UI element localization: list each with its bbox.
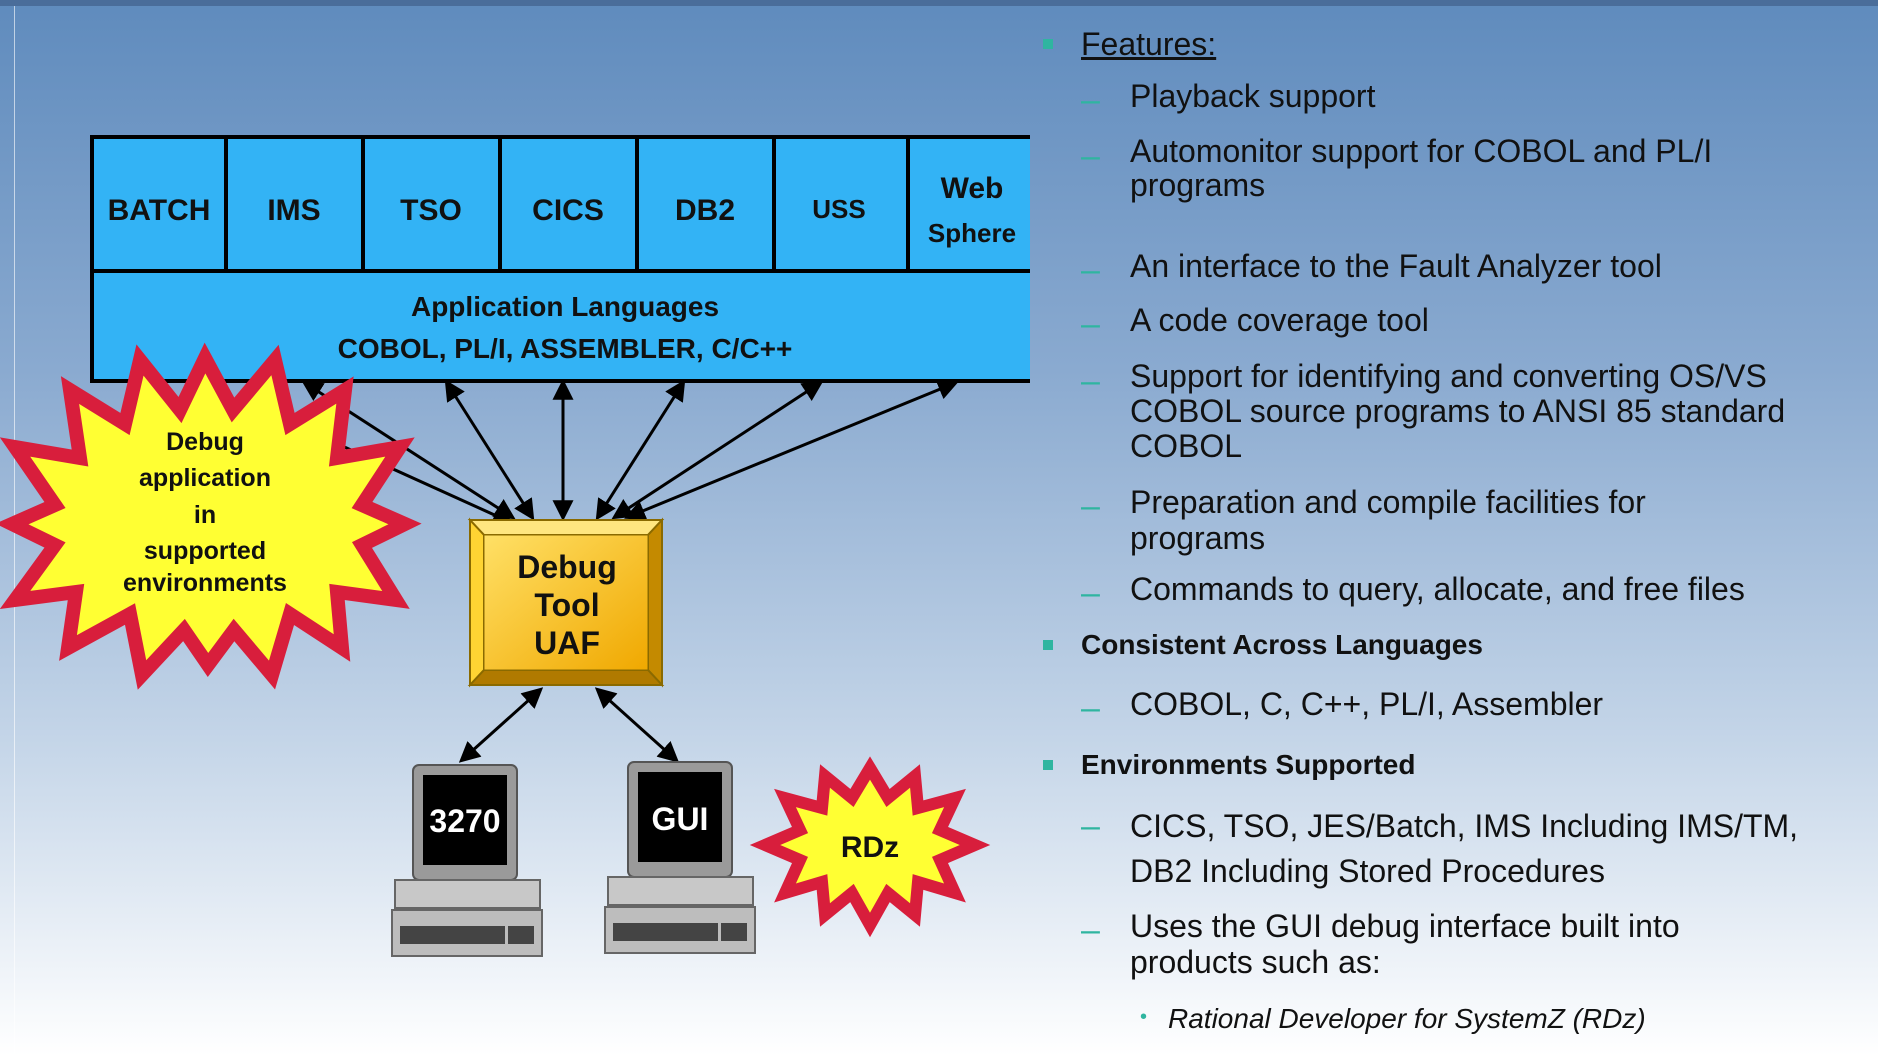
dash-5: –	[1081, 362, 1100, 400]
feature-item-5: Support for identifying and converting O…	[1130, 358, 1786, 464]
environments-item-2: Uses the GUI debug interface built into …	[1130, 908, 1680, 980]
feature-item-7: Commands to query, allocate, and free fi…	[1130, 571, 1745, 607]
terminal-gui	[604, 761, 756, 954]
arrow-to-gui	[594, 687, 680, 763]
arrows-down	[458, 687, 680, 763]
feature-item-6: Preparation and compile facilities for p…	[1130, 484, 1646, 556]
environments-heading: Environments Supported	[1081, 749, 1416, 780]
debug-starburst	[0, 342, 422, 690]
feature-item-1: Playback support	[1130, 78, 1376, 114]
feature-item-4: A code coverage tool	[1130, 302, 1429, 338]
env-label-ims: IMS	[267, 194, 320, 227]
dash-1: –	[1081, 81, 1100, 119]
starburst-line-1: Debug	[166, 428, 244, 456]
terminal-gui-label: GUI	[652, 801, 709, 837]
env-box-cics	[498, 135, 639, 273]
dash-3: –	[1081, 251, 1100, 289]
top-rule	[0, 0, 1878, 6]
rdz-starburst	[749, 756, 991, 938]
terminal-3270-label: 3270	[429, 803, 500, 839]
feature-item-2: Automonitor support for COBOL and PL/I p…	[1130, 133, 1713, 203]
starburst-line-3: in	[194, 501, 216, 529]
tool-line-2: Tool	[534, 587, 599, 623]
arrow-to-3270	[458, 687, 544, 763]
terminal-3270	[391, 764, 543, 957]
env-label-tso: TSO	[400, 194, 462, 227]
dash-8: –	[1081, 689, 1100, 727]
arrow-2	[444, 379, 535, 521]
app-languages-list: COBOL, PL/I, ASSEMBLER, C/C++	[338, 333, 793, 364]
dash-6: –	[1081, 487, 1100, 525]
bullet-square-1	[1043, 39, 1053, 49]
languages-item: COBOL, C, C++, PL/I, Assembler	[1130, 686, 1604, 722]
dot-bullet: •	[1140, 1006, 1148, 1028]
tool-line-3: UAF	[534, 625, 600, 661]
features-heading: Features:	[1081, 26, 1217, 62]
rdz-label: RDz	[841, 831, 899, 864]
starburst-line-5: environments	[123, 569, 287, 597]
products-item: Rational Developer for SystemZ (RDz)	[1168, 1003, 1646, 1034]
tool-line-1: Debug	[517, 549, 617, 585]
starburst-line-2: application	[139, 464, 271, 492]
arrow-6	[624, 379, 959, 521]
architecture-diagram: BATCH IMS TSO CICS DB2 USS Web Sphere Ap…	[0, 135, 1030, 957]
arrow-4	[595, 379, 686, 521]
bullet-square-3	[1043, 760, 1053, 770]
environments-item-1: CICS, TSO, JES/Batch, IMS Including IMS/…	[1130, 808, 1799, 889]
starburst-line-4: supported	[144, 537, 266, 565]
feature-item-3: An interface to the Fault Analyzer tool	[1130, 248, 1662, 284]
app-languages-box	[90, 269, 1030, 383]
env-box-batch	[90, 135, 228, 273]
debug-tool-box	[467, 517, 665, 688]
env-box-uss	[772, 135, 910, 273]
env-label-batch: BATCH	[108, 194, 211, 227]
dash-9: –	[1081, 807, 1100, 845]
languages-heading: Consistent Across Languages	[1081, 629, 1483, 660]
env-label-uss: USS	[812, 194, 865, 224]
dash-2: –	[1081, 137, 1100, 175]
dash-4: –	[1081, 305, 1100, 343]
env-label-sphere: Sphere	[928, 218, 1016, 248]
app-languages-title: Application Languages	[411, 291, 719, 322]
env-label-web: Web	[941, 172, 1004, 205]
dash-7: –	[1081, 574, 1100, 612]
bullet-square-2	[1043, 640, 1053, 650]
env-label-cics: CICS	[532, 194, 604, 227]
dash-10: –	[1081, 911, 1100, 949]
env-label-db2: DB2	[675, 194, 735, 227]
environment-row	[90, 135, 1030, 273]
